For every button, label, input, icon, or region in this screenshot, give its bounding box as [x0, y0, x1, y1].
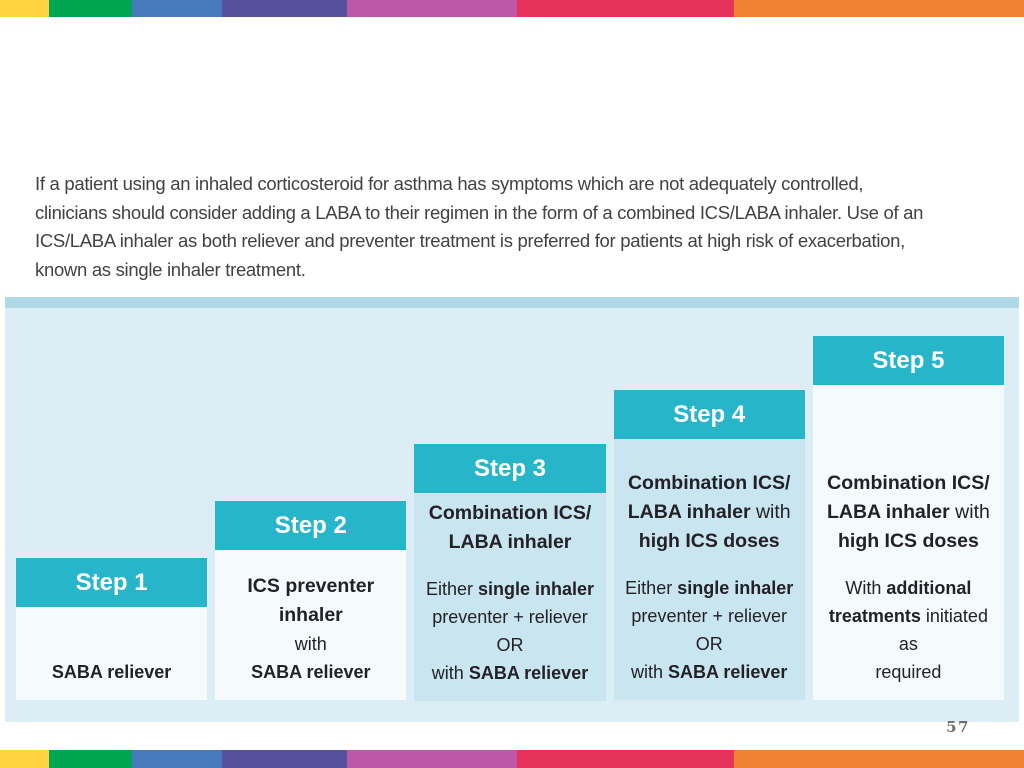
step-body-5: Combination ICS/LABA inhaler with high IC… — [812, 385, 1005, 700]
step-detail-line: Either single inhaler — [620, 574, 799, 602]
stripe-segment-3 — [132, 0, 222, 17]
stripe-segment-6 — [517, 750, 734, 768]
spacer — [819, 556, 998, 574]
panel-top-strip — [5, 297, 1019, 308]
step-column-4: Step 4 Combination ICS/LABA inhaler with h… — [613, 390, 805, 700]
step-detail-line: With additional — [819, 574, 998, 602]
step-detail-line: preventer + reliever — [620, 602, 799, 630]
text-segment: preventer + reliever — [432, 607, 588, 627]
step-detail-line: treatments initiated as — [819, 602, 998, 658]
text-segment: additional — [886, 578, 972, 598]
step-detail-line: preventer + reliever — [420, 603, 599, 631]
step-detail-line: required — [819, 658, 998, 686]
spacer — [420, 557, 599, 575]
steps-diagram: Step 1 SABA reliever Step 2 ICS preventer in… — [16, 336, 1005, 701]
intro-line: clinicians should consider adding a LABA… — [35, 201, 924, 223]
text-segment: single inhaler — [677, 578, 794, 598]
stripe-segment-1 — [0, 750, 49, 768]
step-header-3: Step 3 — [414, 444, 606, 493]
text-segment: Combination ICS/ — [428, 502, 592, 524]
text-segment: inhaler — [278, 604, 343, 626]
text-segment: SABA reliever — [251, 662, 371, 682]
step-detail-line: Either single inhaler — [420, 575, 599, 603]
step-title-line: LABA inhaler with — [819, 498, 998, 527]
stripe-segment-2 — [49, 750, 132, 768]
top-rainbow-bar — [0, 0, 1024, 17]
bottom-rainbow-bar — [0, 750, 1024, 768]
intro-paragraph: If a patient using an inhaled corticoste… — [35, 170, 1010, 284]
step-column-1: Step 1 SABA reliever — [16, 558, 208, 700]
text-segment: with — [631, 662, 669, 682]
step-detail-line: SABA reliever — [22, 658, 201, 686]
text-segment: high ICS doses — [638, 530, 780, 552]
text-segment: high ICS doses — [837, 530, 979, 552]
text-segment: preventer + reliever — [631, 606, 787, 626]
text-segment: Either — [425, 579, 478, 599]
step-detail-line: SABA reliever — [221, 658, 400, 686]
step-header-4: Step 4 — [613, 390, 805, 439]
stripe-segment-2 — [49, 0, 132, 17]
text-segment: required — [875, 662, 942, 682]
page-number: 57 — [946, 718, 970, 736]
text-segment: single inhaler — [478, 579, 595, 599]
text-segment: with — [949, 501, 990, 523]
intro-line: ICS/LABA inhaler as both reliever and pr… — [35, 230, 905, 251]
step-header-1: Step 1 — [16, 558, 208, 607]
step-detail-line: with — [221, 630, 400, 658]
step-title-line: high ICS doses — [819, 527, 998, 556]
text-segment: LABA inhaler — [627, 501, 751, 523]
stripe-segment-7 — [734, 0, 1024, 17]
step-header-5: Step 5 — [812, 336, 1005, 385]
step-detail-line: OR — [420, 631, 599, 659]
stripe-segment-4 — [222, 750, 347, 768]
stripe-segment-1 — [0, 0, 49, 17]
stripe-segment-4 — [222, 0, 347, 17]
text-segment: with — [294, 634, 327, 654]
text-segment: ICS preventer — [247, 575, 375, 597]
stripe-segment-3 — [132, 750, 222, 768]
step-title-line: Combination ICS/ — [620, 469, 799, 498]
stripe-segment-5 — [347, 0, 517, 17]
text-segment: OR — [496, 635, 524, 655]
text-segment: with — [431, 663, 469, 683]
intro-line: known as single inhaler treatment. — [35, 258, 306, 280]
text-segment: With — [845, 578, 887, 598]
step-title-line: LABA inhaler — [420, 528, 599, 557]
text-segment: Combination ICS/ — [827, 472, 990, 494]
stripe-segment-5 — [347, 750, 517, 768]
text-segment: SABA reliever — [668, 662, 788, 682]
stripe-segment-7 — [734, 750, 1024, 768]
text-segment: SABA reliever — [468, 663, 589, 683]
text-segment: OR — [695, 634, 723, 654]
step-title-line: inhaler — [221, 601, 400, 630]
step-title-line: ICS preventer — [221, 572, 400, 601]
text-segment: LABA inhaler — [826, 501, 950, 523]
text-segment: SABA reliever — [51, 662, 172, 682]
step-title-line: Combination ICS/ — [420, 499, 599, 528]
step-header-2: Step 2 — [215, 501, 407, 550]
text-segment: treatments — [828, 606, 921, 626]
intro-line: If a patient using an inhaled corticoste… — [35, 173, 864, 194]
step-body-4: Combination ICS/LABA inhaler with high IC… — [613, 439, 805, 700]
text-segment: with — [750, 501, 791, 523]
step-detail-line: OR — [620, 630, 799, 658]
step-detail-line: with SABA reliever — [420, 659, 599, 687]
step-title-line: high ICS doses — [620, 527, 799, 556]
spacer — [620, 556, 799, 574]
text-segment: LABA inhaler — [448, 531, 572, 553]
step-column-5: Step 5 Combination ICS/LABA inhaler with h… — [812, 336, 1005, 700]
step-detail-line: with SABA reliever — [620, 658, 799, 686]
step-title-line: LABA inhaler with — [620, 498, 799, 527]
text-segment: initiated as — [898, 606, 988, 654]
step-title-line: Combination ICS/ — [819, 469, 998, 498]
stripe-segment-6 — [517, 0, 734, 17]
step-body-1: SABA reliever — [16, 607, 208, 700]
text-segment: Combination ICS/ — [627, 472, 791, 494]
text-segment: Either — [625, 578, 678, 598]
